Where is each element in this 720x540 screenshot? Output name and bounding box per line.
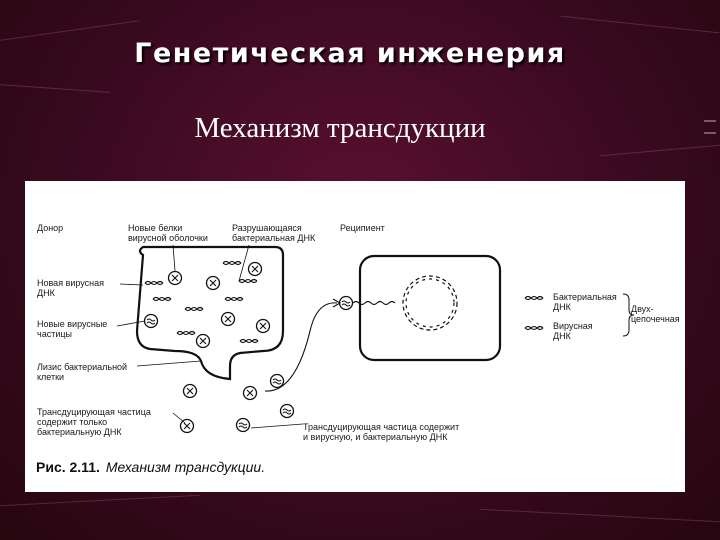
label-recipient: Реципиент xyxy=(340,223,385,233)
injected-dna xyxy=(352,300,396,306)
dna-fragment xyxy=(184,306,204,312)
caption-text: Механизм трансдукции. xyxy=(105,459,266,475)
slide-subtitle: Механизм трансдукции xyxy=(194,112,486,144)
transduction-figure: Донор Новые белки вирусной оболочки Разр… xyxy=(25,181,685,492)
leader-lines xyxy=(116,244,304,429)
dna-fragment xyxy=(222,260,242,266)
label-transducing-both: Трансдуцирующая частица содержит и вирус… xyxy=(303,422,460,442)
label-double-stranded: Двух- цепочечная xyxy=(631,304,680,324)
released-phage xyxy=(279,403,295,419)
recipient-cell xyxy=(358,254,502,362)
transducing-phage-recipient xyxy=(338,295,354,311)
label-new-viral-dna: Новая вирусная ДНК xyxy=(37,278,105,298)
slide-title: Генетическая инженерия xyxy=(134,38,566,69)
viral-particle xyxy=(143,313,159,329)
degrading-dna-fragment xyxy=(238,278,258,284)
decor-streak xyxy=(0,84,110,93)
label-donor: Донор xyxy=(37,223,64,233)
legend-bacterial-dna-symbol xyxy=(524,295,544,301)
viral-particle xyxy=(247,261,263,277)
viral-particle xyxy=(220,311,236,327)
decor-streak xyxy=(480,508,720,523)
dna-fragment xyxy=(176,330,196,336)
viral-particle xyxy=(205,275,221,291)
caption-number: Рис. 2.11. xyxy=(36,459,100,475)
transducing-particle-both xyxy=(235,417,251,433)
label-lysis: Лизис бактериальной клетки xyxy=(37,362,128,382)
transducing-particle-bacterial xyxy=(179,418,195,434)
viral-dna-fragment xyxy=(144,280,164,286)
viral-particle xyxy=(255,318,271,334)
released-phage xyxy=(269,373,285,389)
label-bacterial-dna: Бактериальная ДНК xyxy=(553,292,617,312)
figure-caption: Рис. 2.11. Механизм трансдукции. xyxy=(36,459,265,475)
legend-brace xyxy=(622,293,635,337)
released-phage xyxy=(242,385,258,401)
decor-streak xyxy=(600,144,720,157)
viral-particle xyxy=(195,333,211,349)
label-transducing-bacterial-only: Трансдуцирующая частица содержит только … xyxy=(37,407,151,437)
label-viral-dna: Вирусная ДНК xyxy=(553,321,593,341)
decor-streak xyxy=(560,15,720,34)
transduction-diagram xyxy=(116,244,635,434)
label-degrading-dna: Разрушающаяся бактериальная ДНК xyxy=(232,223,316,243)
released-phage xyxy=(182,383,198,399)
label-new-proteins: Новые белки вирусной оболочки xyxy=(128,223,208,243)
legend-viral-dna-symbol xyxy=(524,325,544,331)
donor-cell xyxy=(135,245,285,381)
dna-fragment xyxy=(239,338,259,344)
label-new-viral-particles: Новые вирусные частицы xyxy=(37,319,108,339)
viral-particle xyxy=(167,270,183,286)
recipient-chromosome xyxy=(402,275,458,331)
decor-streak xyxy=(0,494,200,507)
viral-dna-fragment xyxy=(152,296,172,302)
dna-fragment xyxy=(224,296,244,302)
decor-mark xyxy=(704,120,716,134)
